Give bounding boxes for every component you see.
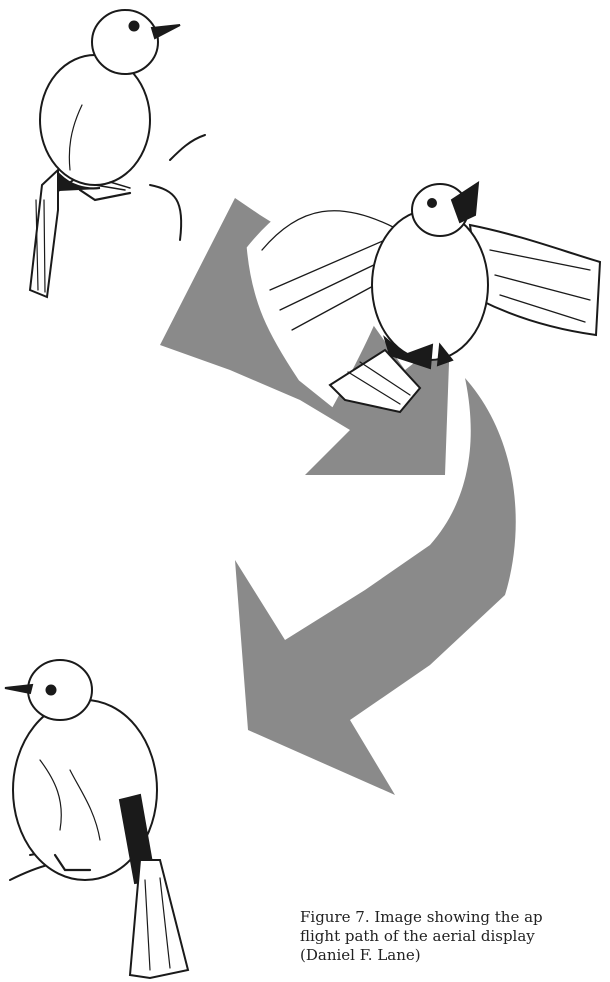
perched-bird-bottom-icon	[5, 660, 188, 978]
caption-line-1: Figure 7. Image showing the ap	[300, 908, 610, 927]
caption-line-3: (Daniel F. Lane)	[300, 946, 610, 965]
caption-line-2: flight path of the aerial display	[300, 927, 610, 946]
perched-bird-top-icon	[30, 10, 205, 297]
figure-caption: Figure 7. Image showing the ap flight pa…	[300, 908, 610, 965]
